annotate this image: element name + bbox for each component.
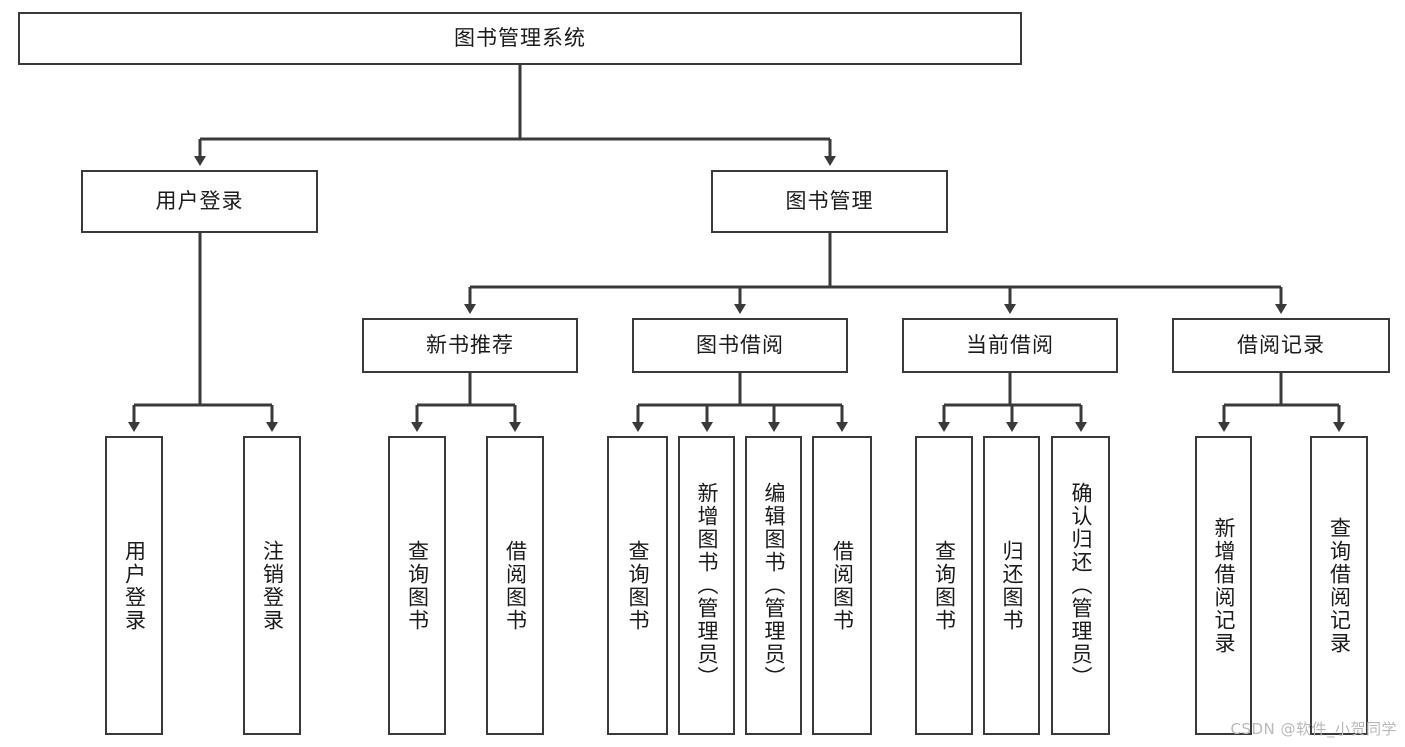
node-label: 借阅图书 <box>503 539 528 632</box>
node-root[interactable]: 图书管理系统 <box>18 12 1022 65</box>
node-label: 新增借阅记录 <box>1211 516 1236 655</box>
node-label: 图书借阅 <box>696 332 784 357</box>
node-book-manage[interactable]: 图书管理 <box>711 170 948 233</box>
node-label: 确认归还（管理员） <box>1068 482 1093 689</box>
leaf-user-login[interactable]: 用户登录 <box>105 436 163 735</box>
node-label: 新书推荐 <box>426 332 514 357</box>
leaf-query-book-current[interactable]: 查询图书 <box>915 436 973 735</box>
node-label: 查询借阅记录 <box>1327 516 1352 655</box>
leaf-add-book[interactable]: 新增图书（管理员） <box>678 436 735 735</box>
leaf-query-book-recommend[interactable]: 查询图书 <box>388 436 446 735</box>
node-label: 用户登录 <box>155 188 244 213</box>
leaf-query-book-borrow[interactable]: 查询图书 <box>607 436 668 735</box>
node-label: 图书管理系统 <box>454 25 586 50</box>
leaf-return-book[interactable]: 归还图书 <box>983 436 1040 735</box>
node-label: 注销登录 <box>260 539 285 632</box>
leaf-query-borrow-record[interactable]: 查询借阅记录 <box>1310 436 1368 735</box>
node-label: 新增图书（管理员） <box>694 482 719 689</box>
node-user-login[interactable]: 用户登录 <box>81 170 318 233</box>
node-label: 用户登录 <box>122 539 147 632</box>
leaf-borrow-book-borrow[interactable]: 借阅图书 <box>812 436 872 735</box>
leaf-confirm-return[interactable]: 确认归还（管理员） <box>1051 436 1110 735</box>
node-new-book-recommend[interactable]: 新书推荐 <box>362 318 578 373</box>
node-label: 查询图书 <box>405 539 430 632</box>
node-label: 查询图书 <box>932 539 957 632</box>
node-label: 编辑图书（管理员） <box>761 482 786 689</box>
node-label: 当前借阅 <box>966 332 1054 357</box>
leaf-edit-book[interactable]: 编辑图书（管理员） <box>745 436 802 735</box>
node-label: 图书管理 <box>785 188 874 213</box>
leaf-user-logout[interactable]: 注销登录 <box>243 436 301 735</box>
node-label: 借阅图书 <box>830 539 855 632</box>
node-current-borrow[interactable]: 当前借阅 <box>902 318 1118 373</box>
csdn-watermark: CSDN @软件_小贺同学 <box>1230 720 1397 738</box>
leaf-borrow-book-recommend[interactable]: 借阅图书 <box>486 436 544 735</box>
node-borrow-record[interactable]: 借阅记录 <box>1172 318 1390 373</box>
node-label: 借阅记录 <box>1237 332 1325 357</box>
node-label: 归还图书 <box>999 539 1024 632</box>
leaf-add-borrow-record[interactable]: 新增借阅记录 <box>1195 436 1252 735</box>
node-book-borrow[interactable]: 图书借阅 <box>632 318 848 373</box>
node-label: 查询图书 <box>625 539 650 632</box>
